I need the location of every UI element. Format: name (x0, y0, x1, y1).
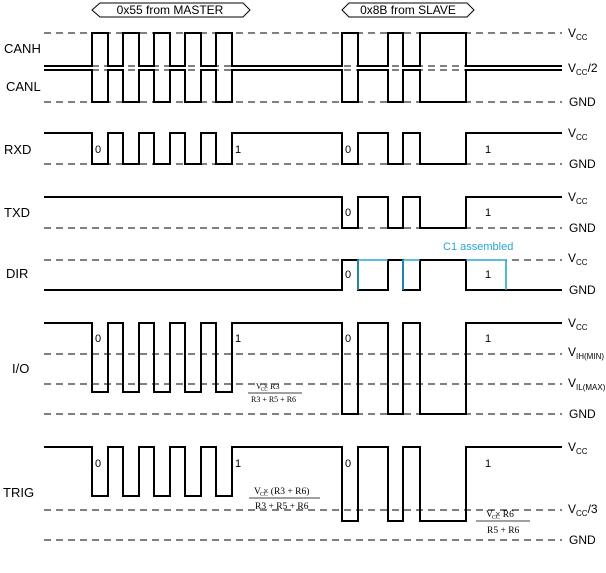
rxd-vcc-label: VCC (568, 126, 588, 142)
io-waveform (44, 322, 562, 415)
trig-slave-formula: V × R6 CC R5 + R6 (476, 510, 530, 536)
io-formula-numerator: V × R3 (256, 382, 279, 391)
signal-labels: CANH CANL RXD TXD DIR I/O TRIG (3, 41, 41, 500)
dir-vcc-label: VCC (568, 251, 588, 267)
canh-vcc-label: VCC (568, 26, 588, 42)
io-bit-1-master: 1 (235, 333, 241, 345)
txd-gnd-label: GND (569, 221, 596, 235)
canh-waveform (44, 32, 562, 67)
trig-label: TRIG (3, 485, 34, 500)
slave-formula-numerator: V × R6 (486, 510, 514, 520)
can-half-label: VCC/2 (568, 61, 598, 77)
trig-third-label: VCC/3 (568, 502, 598, 518)
waveforms (44, 32, 562, 522)
trig-bit-0-master: 0 (95, 458, 101, 470)
slave-formula-denominator: R5 + R6 (487, 526, 520, 536)
header-master-label: 0x55 from MASTER (117, 3, 224, 17)
trig-bit-1-master: 1 (235, 458, 241, 470)
txd-vcc-label: VCC (568, 190, 588, 206)
dir-bit-0: 0 (345, 269, 351, 281)
header-slave-byte: 0x8B from SLAVE (341, 2, 475, 18)
trig-bit-0-slave: 0 (345, 458, 351, 470)
rxd-bit-1-master: 1 (235, 144, 241, 156)
trig-bit-1-slave: 1 (485, 458, 491, 470)
c1-assembled-label: C1 assembled (443, 241, 513, 253)
io-formula-numerator-sub: CC (261, 388, 268, 393)
trig-formula-numerator: V × (R3 + R6) (254, 486, 309, 497)
slave-formula-numerator-sub: CC (492, 515, 500, 521)
dir-waveform (44, 259, 562, 291)
io-vcc-label: VCC (568, 316, 588, 332)
txd-bit-1: 1 (485, 207, 491, 219)
io-vil-label: VIL(MAX) (568, 376, 606, 392)
rxd-waveform (44, 132, 562, 165)
dir-bit-1: 1 (485, 269, 491, 281)
io-bit-1-slave: 1 (485, 333, 491, 345)
trig-formula-denominator: R3 + R5 + R6 (255, 502, 309, 512)
trig-waveform (44, 446, 562, 522)
txd-label: TXD (4, 205, 30, 220)
trig-gnd-label: GND (569, 533, 596, 547)
canl-label: CANL (6, 79, 41, 94)
io-bit-0-master: 0 (95, 333, 101, 345)
canl-waveform (44, 69, 562, 103)
level-labels: VCC VCC/2 GND VCC GND VCC GND VCC GND VC… (568, 26, 606, 547)
txd-waveform (44, 196, 562, 229)
c1-annotation: C1 assembled (357, 241, 513, 290)
trig-vcc-label: VCC (568, 440, 588, 456)
io-low-formula: V × R3 CC R3 + R5 + R6 (248, 382, 302, 404)
dir-gnd-label: GND (569, 283, 596, 297)
txd-bit-0: 0 (345, 207, 351, 219)
rxd-bit-1-slave: 1 (485, 144, 491, 156)
io-label: I/O (12, 361, 29, 376)
c1-trace-2 (402, 259, 420, 290)
c1-trace-3 (466, 259, 507, 290)
header-slave-label: 0x8B from SLAVE (360, 3, 456, 17)
header-master-byte: 0x55 from MASTER (91, 2, 251, 18)
dir-label: DIR (6, 266, 28, 281)
canl-gnd-label: GND (569, 95, 596, 109)
canh-label: CANH (4, 41, 41, 56)
rxd-label: RXD (4, 142, 31, 157)
io-formula-denominator: R3 + R5 + R6 (251, 395, 296, 404)
trig-formula-numerator-sub: CC (260, 492, 268, 498)
rxd-gnd-label: GND (569, 157, 596, 171)
bit-markers: 0 1 0 1 0 1 0 1 0 1 0 1 0 1 0 1 (95, 144, 491, 470)
io-vih-label: VIH(MIN) (568, 345, 604, 361)
c1-trace-1 (357, 259, 388, 290)
trig-master-formula: V × (R3 + R6) CC R3 + R5 + R6 (249, 486, 320, 512)
rxd-bit-0-slave: 0 (345, 144, 351, 156)
rxd-bit-0-master: 0 (95, 144, 101, 156)
io-gnd-label: GND (569, 407, 596, 421)
io-bit-0-slave: 0 (345, 333, 351, 345)
